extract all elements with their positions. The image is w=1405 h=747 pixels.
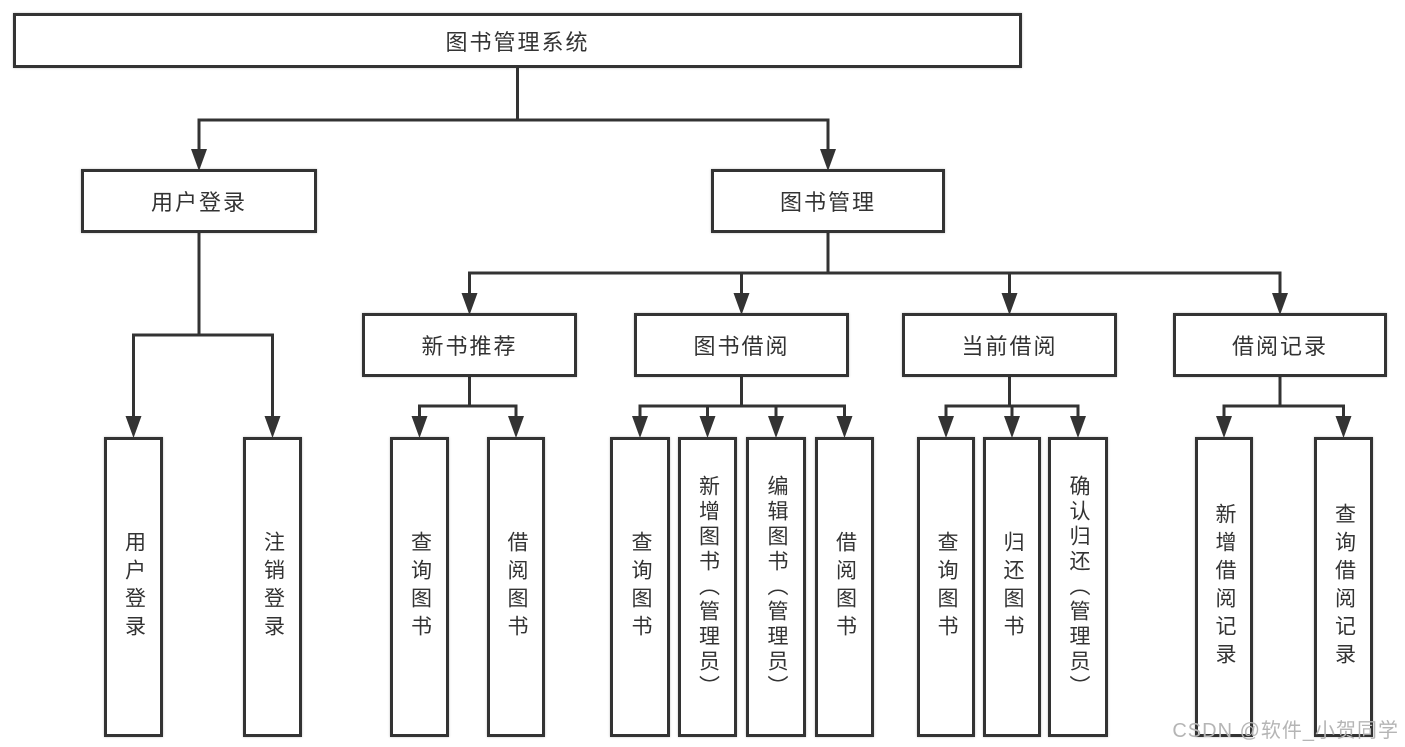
leaf-query-books-borrowing: 查询图书 [610, 437, 670, 737]
leaf-user-login: 用户登录 [104, 437, 163, 737]
leaf-borrow-books-borrowing: 借阅图书 [815, 437, 874, 737]
leaf-edit-book-admin: 编辑图书（管理员） [746, 437, 806, 737]
leaf-return-books: 归还图书 [983, 437, 1041, 737]
leaf-query-borrow-record: 查询借阅记录 [1314, 437, 1373, 737]
leaf-add-book-admin: 新增图书（管理员） [678, 437, 737, 737]
node-book-borrowing: 图书借阅 [634, 313, 849, 377]
leaf-add-borrow-record: 新增借阅记录 [1195, 437, 1253, 737]
node-new-book-recommendation: 新书推荐 [362, 313, 577, 377]
leaf-query-books-recommend: 查询图书 [390, 437, 449, 737]
node-borrowing-records: 借阅记录 [1173, 313, 1387, 377]
leaf-confirm-return-admin: 确认归还（管理员） [1048, 437, 1108, 737]
leaf-query-books-current: 查询图书 [917, 437, 975, 737]
leaf-borrow-books-recommend: 借阅图书 [487, 437, 545, 737]
leaf-logout-login: 注销登录 [243, 437, 302, 737]
node-user-login: 用户登录 [81, 169, 317, 233]
node-root-system: 图书管理系统 [13, 13, 1022, 68]
csdn-watermark: CSDN @软件_小贺同学 [1172, 720, 1399, 742]
node-book-management: 图书管理 [711, 169, 945, 233]
node-current-borrowing: 当前借阅 [902, 313, 1117, 377]
